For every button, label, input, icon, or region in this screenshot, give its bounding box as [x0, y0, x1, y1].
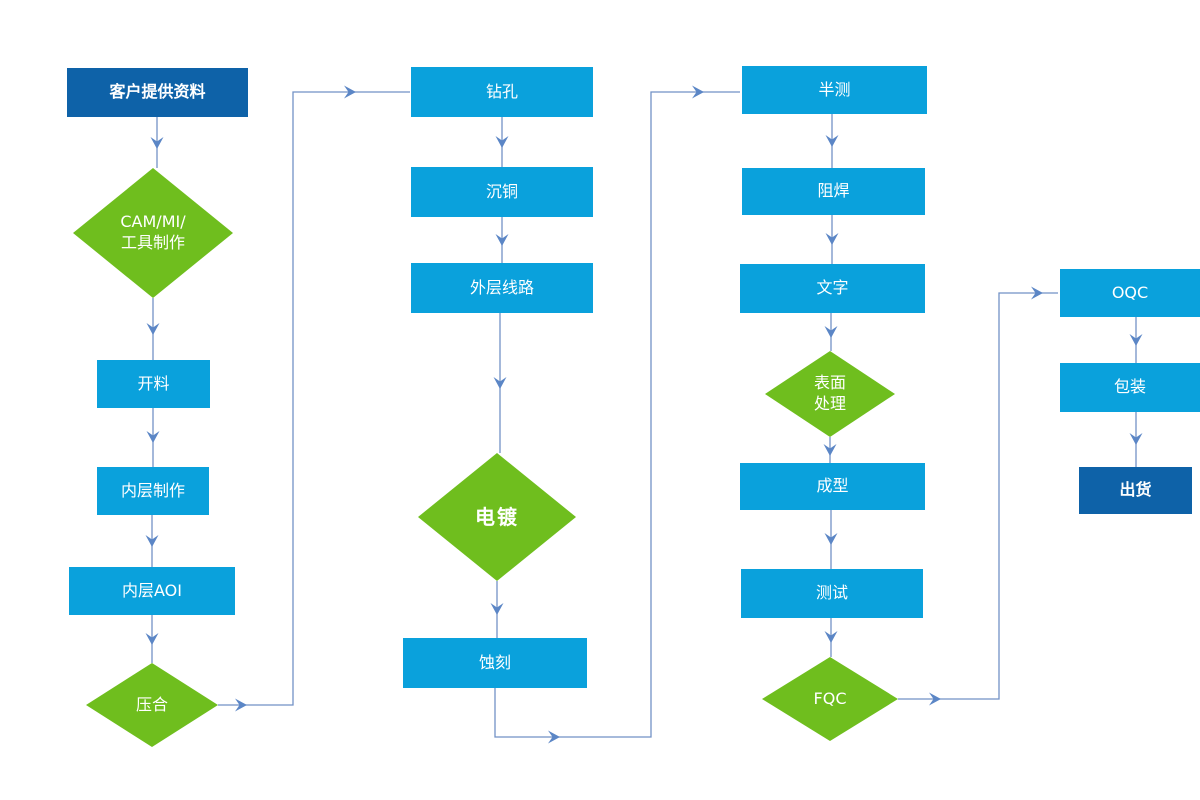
node-inner-layer-label: 内层制作 [120, 480, 185, 500]
node-etching-label: 蚀刻 [478, 652, 511, 672]
node-etching: 蚀刻 [403, 638, 587, 688]
node-oqc: OQC [1060, 269, 1200, 317]
node-copper-deposition-label: 沉铜 [485, 181, 518, 201]
node-outer-circuit-label: 外层线路 [469, 277, 534, 297]
node-copper-deposition: 沉铜 [411, 167, 593, 217]
node-customer-data-label: 客户提供资料 [109, 82, 206, 102]
node-cam-mi-tooling-label: CAM/MI/ 工具制作 [120, 212, 186, 252]
node-oqc-label: OQC [1111, 282, 1149, 302]
node-lamination-label: 压合 [135, 694, 168, 714]
node-drilling-label: 钻孔 [485, 81, 518, 101]
connector-lines [151, 91, 1137, 738]
node-solder-mask: 阻焊 [742, 168, 925, 215]
node-cutting-label: 开料 [137, 373, 170, 393]
node-inner-aoi: 内层AOI [69, 567, 235, 615]
node-testing: 测试 [741, 569, 923, 618]
node-shipping: 出货 [1079, 467, 1192, 514]
node-silkscreen-label: 文字 [816, 278, 849, 298]
node-forming: 成型 [740, 463, 925, 510]
node-solder-mask-label: 阻焊 [817, 181, 850, 201]
connector-arrowheads [145, 85, 1143, 744]
edge-etching-to-halftest [494, 91, 740, 738]
node-testing-label: 测试 [815, 583, 848, 603]
node-forming-label: 成型 [816, 476, 849, 496]
node-fqc-label: FQC [813, 688, 847, 708]
node-packing: 包装 [1060, 363, 1200, 412]
node-packing-label: 包装 [1113, 377, 1146, 397]
node-cutting: 开料 [97, 360, 210, 408]
edge-lamination-to-drilling [218, 91, 410, 706]
node-inner-layer: 内层制作 [97, 467, 209, 515]
node-half-test-label: 半测 [818, 79, 851, 99]
node-shipping-label: 出货 [1119, 480, 1152, 500]
node-inner-aoi-label: 内层AOI [122, 580, 182, 600]
node-silkscreen: 文字 [740, 264, 925, 313]
node-surface-finish-label: 表面 处理 [813, 373, 846, 413]
node-drilling: 钻孔 [411, 67, 593, 117]
node-customer-data: 客户提供资料 [67, 68, 248, 117]
node-half-test: 半测 [742, 66, 927, 114]
node-plating-label: 电镀 [475, 505, 519, 529]
edge-fqc-to-oqc [898, 292, 1058, 700]
node-outer-circuit: 外层线路 [411, 263, 593, 313]
